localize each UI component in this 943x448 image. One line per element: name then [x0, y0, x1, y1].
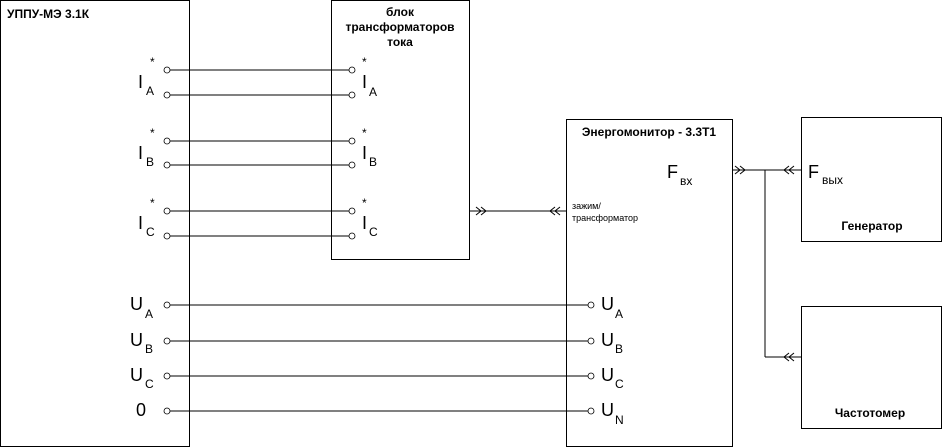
star-ic: *	[150, 196, 155, 210]
frequency-wires	[733, 165, 801, 362]
voltage-labels-uppu: U A U B U C 0	[130, 294, 154, 420]
tr-label-ia-sub: A	[369, 85, 377, 99]
label-ic: I	[138, 213, 143, 233]
transformer-title-3: тока	[387, 35, 413, 49]
em-ub-sub: B	[615, 342, 623, 356]
em-uc: U	[601, 365, 614, 385]
star-ib: *	[150, 126, 155, 140]
transformer-title-1: блок	[386, 5, 415, 19]
em-ua-sub: A	[615, 307, 623, 321]
fout-label: F	[808, 162, 819, 182]
tr-label-ic: I	[362, 213, 367, 233]
fin-label: F	[667, 162, 678, 182]
uppu-ub-sub: B	[145, 342, 153, 356]
uppu-uc: U	[130, 365, 143, 385]
tr-label-ic-sub: C	[369, 225, 378, 239]
label-ic-sub: C	[146, 225, 155, 239]
uppu-ub: U	[130, 330, 143, 350]
frequency-meter-block	[801, 306, 942, 429]
clamp-label-2: трансформатор	[572, 213, 638, 223]
transformer-block	[331, 0, 470, 260]
current-labels-transformers: * I A * I B * I C	[362, 55, 378, 239]
em-ub: U	[601, 330, 614, 350]
generator-block	[801, 117, 942, 242]
label-ib-sub: B	[146, 155, 154, 169]
fin-label-sub: вх	[680, 174, 692, 188]
voltage-labels-em: U A U B U C U N	[601, 294, 624, 427]
tr-star-ib: *	[362, 126, 367, 140]
em-uc-sub: C	[615, 377, 624, 391]
energomonitor-title: Энергомонитор - 3.3Т1	[582, 125, 717, 139]
uppu-title: УППУ-МЭ 3.1К	[7, 7, 90, 21]
energomonitor-block	[566, 119, 733, 447]
label-ib: I	[138, 143, 143, 163]
em-un-sub: N	[615, 413, 624, 427]
label-ia: I	[138, 72, 143, 92]
tr-label-ib-sub: B	[369, 155, 377, 169]
fout-label-sub: вых	[822, 173, 843, 187]
em-ua: U	[601, 294, 614, 314]
uppu-zero: 0	[136, 400, 146, 420]
uppu-ua-sub: A	[145, 307, 153, 321]
tr-star-ic: *	[362, 196, 367, 210]
em-un: U	[601, 400, 614, 420]
uppu-ua: U	[130, 294, 143, 314]
tr-label-ia: I	[362, 72, 367, 92]
tr-label-ib: I	[362, 143, 367, 163]
transformer-title-2: трансформаторов	[345, 20, 454, 34]
current-labels-uppu: * I A * I B * I C	[138, 55, 155, 239]
uppu-block	[0, 0, 190, 447]
star-ia: *	[150, 55, 155, 69]
voltage-wires	[163, 301, 595, 415]
current-wires	[168, 69, 351, 237]
frequency-meter-title: Частотомер	[835, 406, 905, 420]
generator-title: Генератор	[841, 219, 902, 233]
uppu-uc-sub: C	[145, 377, 154, 391]
clamp-label-1: зажим/	[572, 201, 601, 211]
current-terminals	[163, 66, 356, 240]
tr-star-ia: *	[362, 55, 367, 69]
label-ia-sub: A	[146, 84, 154, 98]
clamp-connection	[470, 206, 566, 216]
